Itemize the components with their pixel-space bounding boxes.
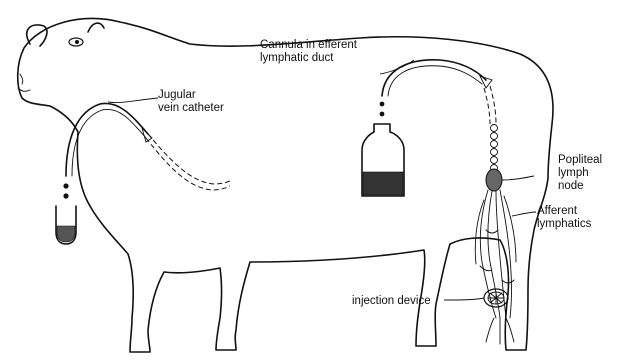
afferent-label-line-1: Afferent [537, 205, 578, 217]
sheep-nostril [20, 74, 23, 84]
lymph-collection-bottle-contents [363, 172, 403, 195]
injection-label-leader [444, 298, 484, 300]
popliteal-label-line-2: lymph [558, 167, 589, 179]
popliteal-lymph-node [486, 169, 502, 191]
sheep-eye-pupil [75, 40, 79, 44]
sheep-ear-right [88, 23, 104, 32]
jugular-drop-2 [63, 193, 68, 198]
injection-label: injection device [352, 295, 431, 307]
efferent-cannula-internal-2 [484, 88, 490, 124]
jugular-label-line-2: vein catheter [158, 102, 224, 114]
sheep-outline [18, 18, 553, 352]
lymph-drop-2 [380, 112, 385, 117]
efferent-cannula-tube-inner [388, 66, 482, 96]
afferent-label-leader [512, 212, 536, 216]
popliteal-label-leader [502, 176, 534, 180]
jugular-label-leader [108, 98, 158, 103]
efferent-lymphatic-bead-2 [491, 133, 498, 140]
jugular-catheter-internal [148, 134, 232, 184]
lymph-drop-1 [380, 102, 385, 107]
efferent-lymphatic-bead-1 [491, 125, 498, 132]
efferent-lymphatic-bead-3 [491, 141, 498, 148]
cannula-label-line-1: Cannula in efferent [260, 39, 358, 51]
blood-test-tube-contents [57, 226, 75, 242]
injection-device [484, 289, 508, 307]
jugular-label-line-1: Jugular [158, 89, 196, 101]
popliteal-label-line-3: node [558, 180, 584, 192]
efferent-lymphatic-bead-5 [491, 157, 498, 164]
efferent-cannula-internal [490, 86, 496, 124]
efferent-cannula-tube [382, 60, 486, 96]
popliteal-label-line-1: Popliteal [558, 154, 602, 166]
cannula-label-line-2: lymphatic duct [260, 52, 334, 64]
jugular-catheter-internal-2 [146, 138, 230, 190]
jugular-drop-1 [63, 183, 68, 188]
afferent-lymphatics-network [475, 190, 516, 344]
afferent-label-line-2: lymphatics [537, 218, 592, 230]
cannula-label-leader [380, 60, 414, 74]
efferent-lymphatic-bead-4 [491, 149, 498, 156]
